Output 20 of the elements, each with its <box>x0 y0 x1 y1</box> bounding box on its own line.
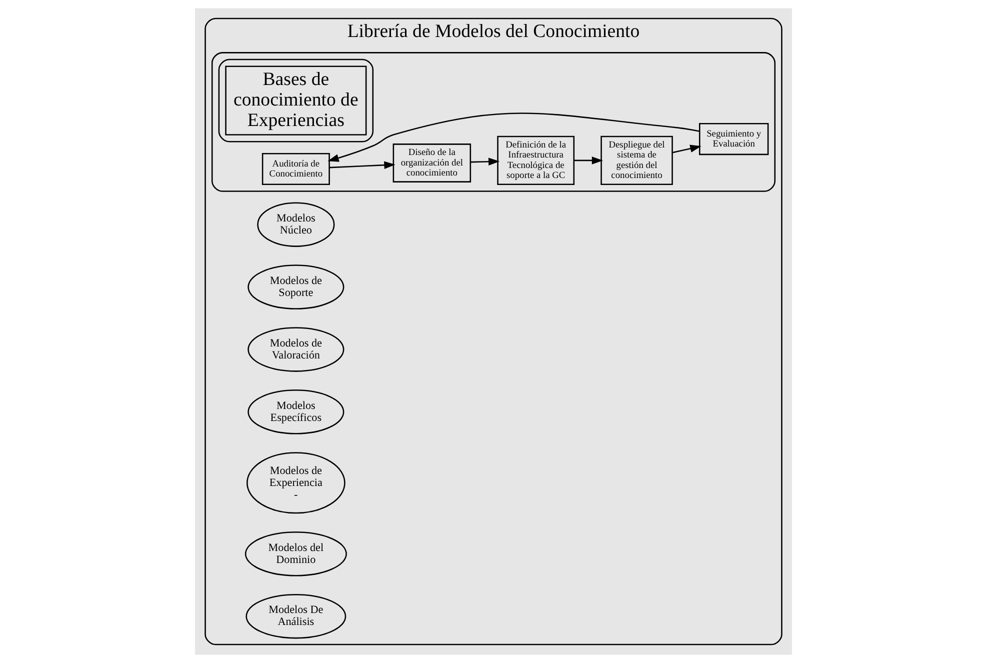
node-box: Bases de conocimiento de Experiencias <box>225 66 367 136</box>
node-box: Diseño de la organización del conocimiento <box>392 144 472 182</box>
cluster <box>211 52 776 192</box>
node-box: Despliegue del sistema de gestión del conocimiento <box>600 136 673 186</box>
arrow <box>470 158 500 166</box>
arrow <box>672 144 702 154</box>
cluster <box>218 58 374 142</box>
node-ellipse: Modelos de Experiencia - <box>246 452 346 514</box>
node-ellipse: Modelos De Análisis <box>246 594 346 639</box>
arrow <box>574 156 604 164</box>
node-ellipse: Modelos Específicos <box>248 390 344 434</box>
node-box: Seguimiento y Evaluación <box>698 123 769 156</box>
node-box: Definición de la Infraestructura Tecnológica de soporte a la GC <box>497 136 575 186</box>
node-ellipse: Modelos Núcleo <box>257 202 335 247</box>
node-ellipse: Modelos del Dominio <box>244 532 347 576</box>
arrow <box>329 161 396 169</box>
arrow <box>328 112 700 162</box>
node-box: Auditoría de Conocimiento <box>262 152 330 186</box>
node-ellipse: Modelos de Valoración <box>248 327 344 372</box>
node-ellipse: Modelos de Soporte <box>248 264 344 310</box>
